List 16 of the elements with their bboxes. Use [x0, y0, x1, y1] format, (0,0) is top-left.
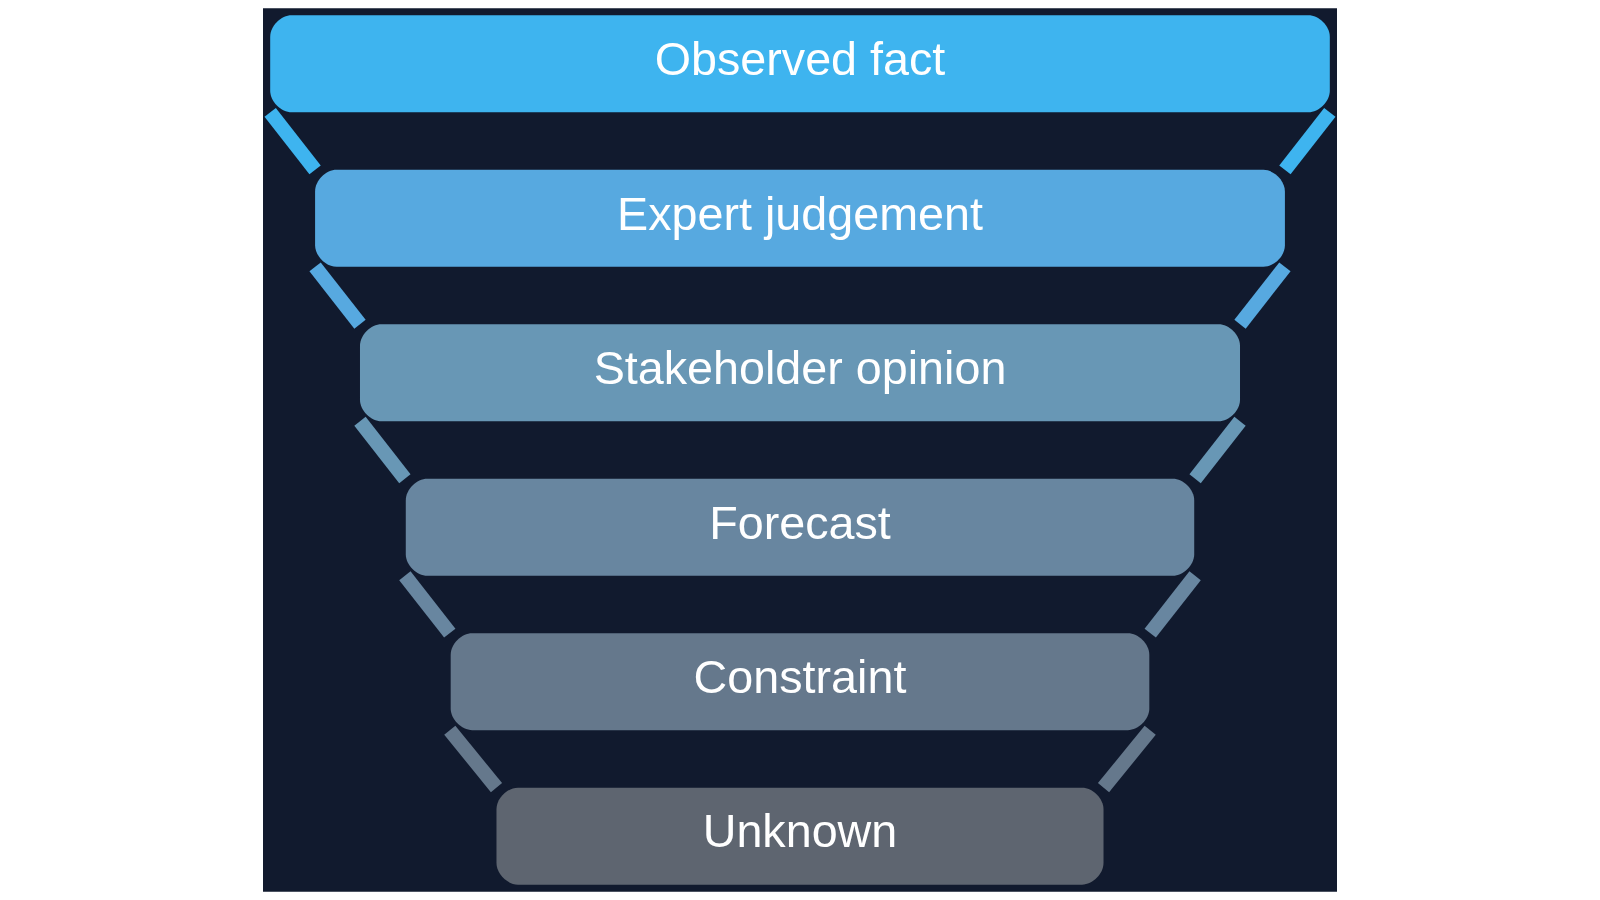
node-box: Constraint: [450, 633, 1150, 731]
connector: [444, 725, 503, 793]
node-box: Forecast: [405, 478, 1195, 576]
connector: [1097, 725, 1156, 793]
node-box: Observed fact: [270, 15, 1330, 113]
node-box: Expert judgement: [315, 169, 1285, 267]
node-box: Stakeholder opinion: [360, 324, 1240, 422]
connector: [1144, 571, 1201, 638]
node-box: Unknown: [496, 787, 1104, 885]
connector: [1234, 262, 1291, 329]
connector: [354, 416, 411, 484]
connector: [1279, 107, 1336, 175]
connector: [309, 262, 366, 329]
connector: [264, 107, 321, 175]
connector: [1189, 416, 1246, 484]
connector: [399, 571, 456, 638]
